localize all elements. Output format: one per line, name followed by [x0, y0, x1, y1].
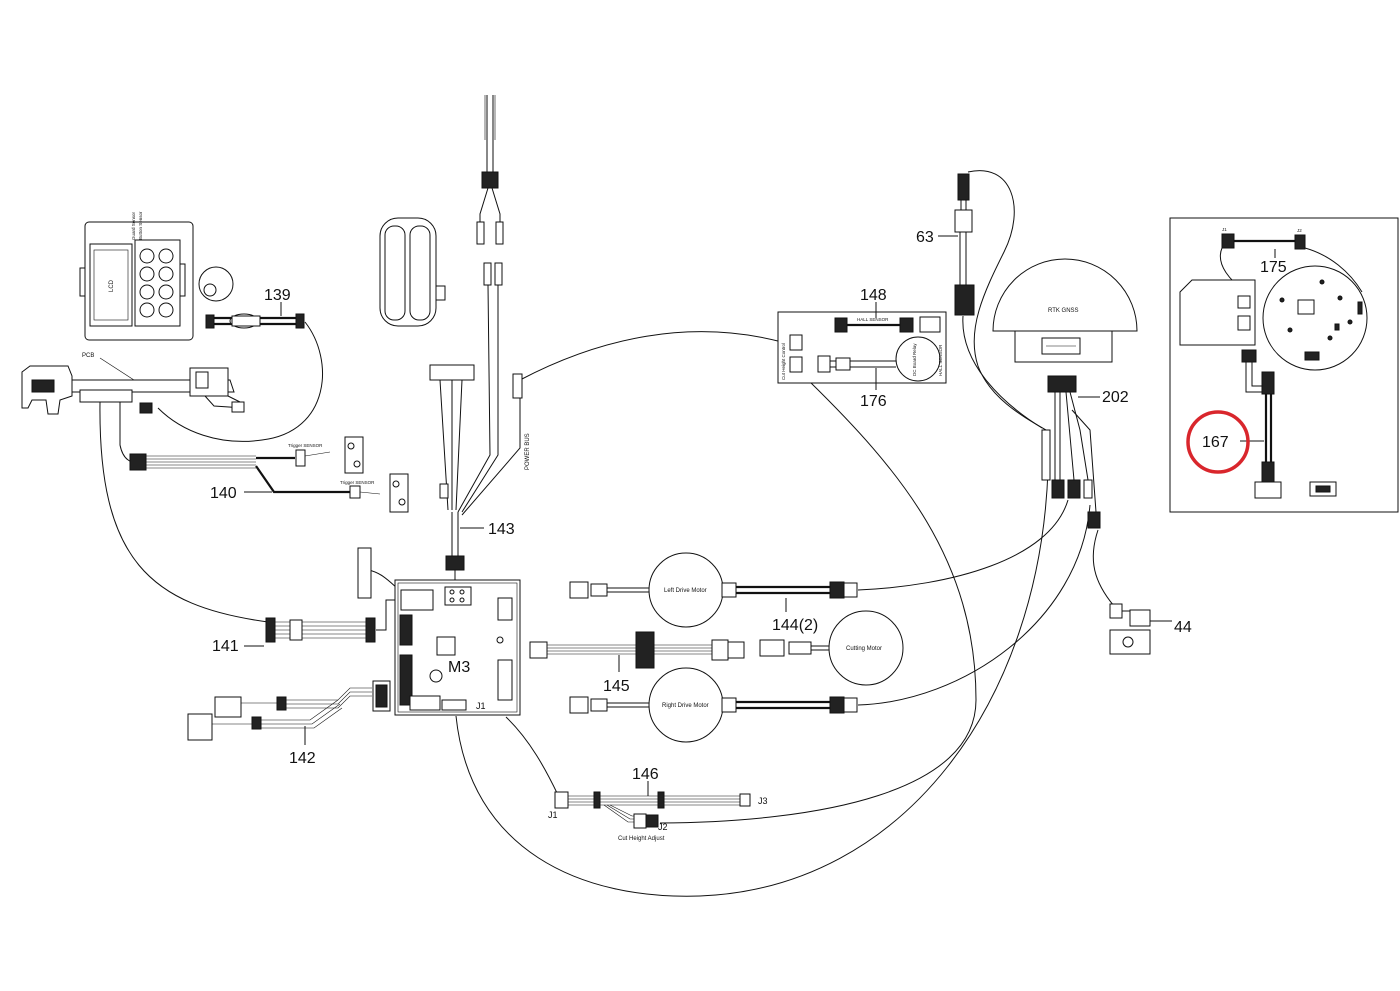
- part-139-label: 139: [264, 287, 291, 304]
- cable-146: 146 J1 J2 J3 Cut Height Adjust: [548, 766, 768, 842]
- part-44-label: 44: [1174, 619, 1192, 636]
- part-167-label: 167: [1202, 434, 1229, 451]
- lcd-label: LCD: [109, 279, 115, 292]
- part-63-label: 63: [916, 229, 934, 246]
- board-148-176: HALL SENSOR HALL SENSOR Cut Height Contr…: [777, 287, 947, 410]
- part-145-label: 145: [603, 678, 630, 695]
- harness-143: 143 POWER BUS: [429, 95, 531, 580]
- interconnect-wires: [99, 170, 1115, 897]
- power-bus-label: POWER BUS: [525, 433, 531, 470]
- detail-box-175-167: J1 J2 175: [1169, 217, 1399, 513]
- left-drive-motor-label: Left Drive Motor: [664, 588, 707, 594]
- sensor-44: 44: [1109, 603, 1192, 655]
- dc-board-relay-label: DC Board Relay: [912, 343, 917, 376]
- c146-j1-label: J1: [548, 810, 558, 820]
- rtk-gnss-label: RTK GNSS: [1048, 308, 1079, 314]
- cable-141: 141: [212, 617, 376, 655]
- button-sensor-label: Button Sensor: [138, 211, 143, 240]
- cable-145: 145: [529, 631, 745, 695]
- trigger-sensor-label-2: Trigger SENSOR: [340, 480, 375, 485]
- sensor-strip: [357, 547, 372, 599]
- right-drive-motor: Right Drive Motor: [569, 667, 858, 743]
- c175-j1-label: J1: [1222, 227, 1227, 232]
- guard-sensor-label: Guard Sensor: [131, 211, 136, 240]
- rtk-gnss-module: RTK GNSS: [992, 258, 1138, 363]
- part-144-label: 144(2): [772, 617, 818, 634]
- cutting-motor: Cutting Motor: [759, 610, 904, 686]
- part-143-label: 143: [488, 521, 515, 538]
- highlight-circle-167: 167: [1186, 410, 1250, 474]
- part-175-label: 175: [1260, 259, 1287, 276]
- part-146-label: 146: [632, 766, 659, 783]
- c146-j2-label: J2: [658, 822, 668, 832]
- part-176-label: 176: [860, 393, 887, 410]
- cable-140: Trigger SENSOR Trigger SENSOR 140: [129, 436, 409, 513]
- cable-139: 139: [205, 287, 305, 329]
- display-panel: LCD Guard Sensor Button Sensor: [79, 211, 194, 341]
- part-140-label: 140: [210, 485, 237, 502]
- display-knob: [198, 266, 234, 302]
- m3-j1-label: J1: [476, 701, 486, 711]
- battery-pack: [379, 217, 446, 327]
- m3-control-board: M3 J1: [394, 579, 521, 716]
- part-141-label: 141: [212, 638, 239, 655]
- right-drive-motor-label: Right Drive Motor: [662, 703, 709, 709]
- cut-height-adjust-label: Cut Height Adjust: [618, 836, 665, 842]
- trigger-sensor-label-1: Trigger SENSOR: [288, 443, 323, 448]
- part-142-label: 142: [289, 750, 316, 767]
- left-drive-motor: Left Drive Motor: [569, 552, 858, 628]
- cable-144-label: 144(2): [772, 598, 818, 634]
- harness-202: 202: [1041, 375, 1129, 529]
- c175-j2-label: J2: [1297, 228, 1302, 233]
- m3-label: M3: [448, 659, 470, 676]
- cable-142: 142: [187, 680, 391, 767]
- pcb-assembly: PCB: [21, 353, 245, 415]
- part-148-label: 148: [860, 287, 887, 304]
- cutting-motor-label: Cutting Motor: [846, 646, 882, 652]
- hall-sensor-top-label: HALL SENSOR: [857, 317, 889, 322]
- cut-height-control-label: Cut Height Control: [781, 343, 786, 380]
- hall-sensor-side-label: HALL SENSOR: [938, 344, 943, 376]
- cable-63: 63: [916, 173, 975, 316]
- c146-j3-label: J3: [758, 796, 768, 806]
- part-202-label: 202: [1102, 389, 1129, 406]
- pcb-label: PCB: [82, 353, 94, 359]
